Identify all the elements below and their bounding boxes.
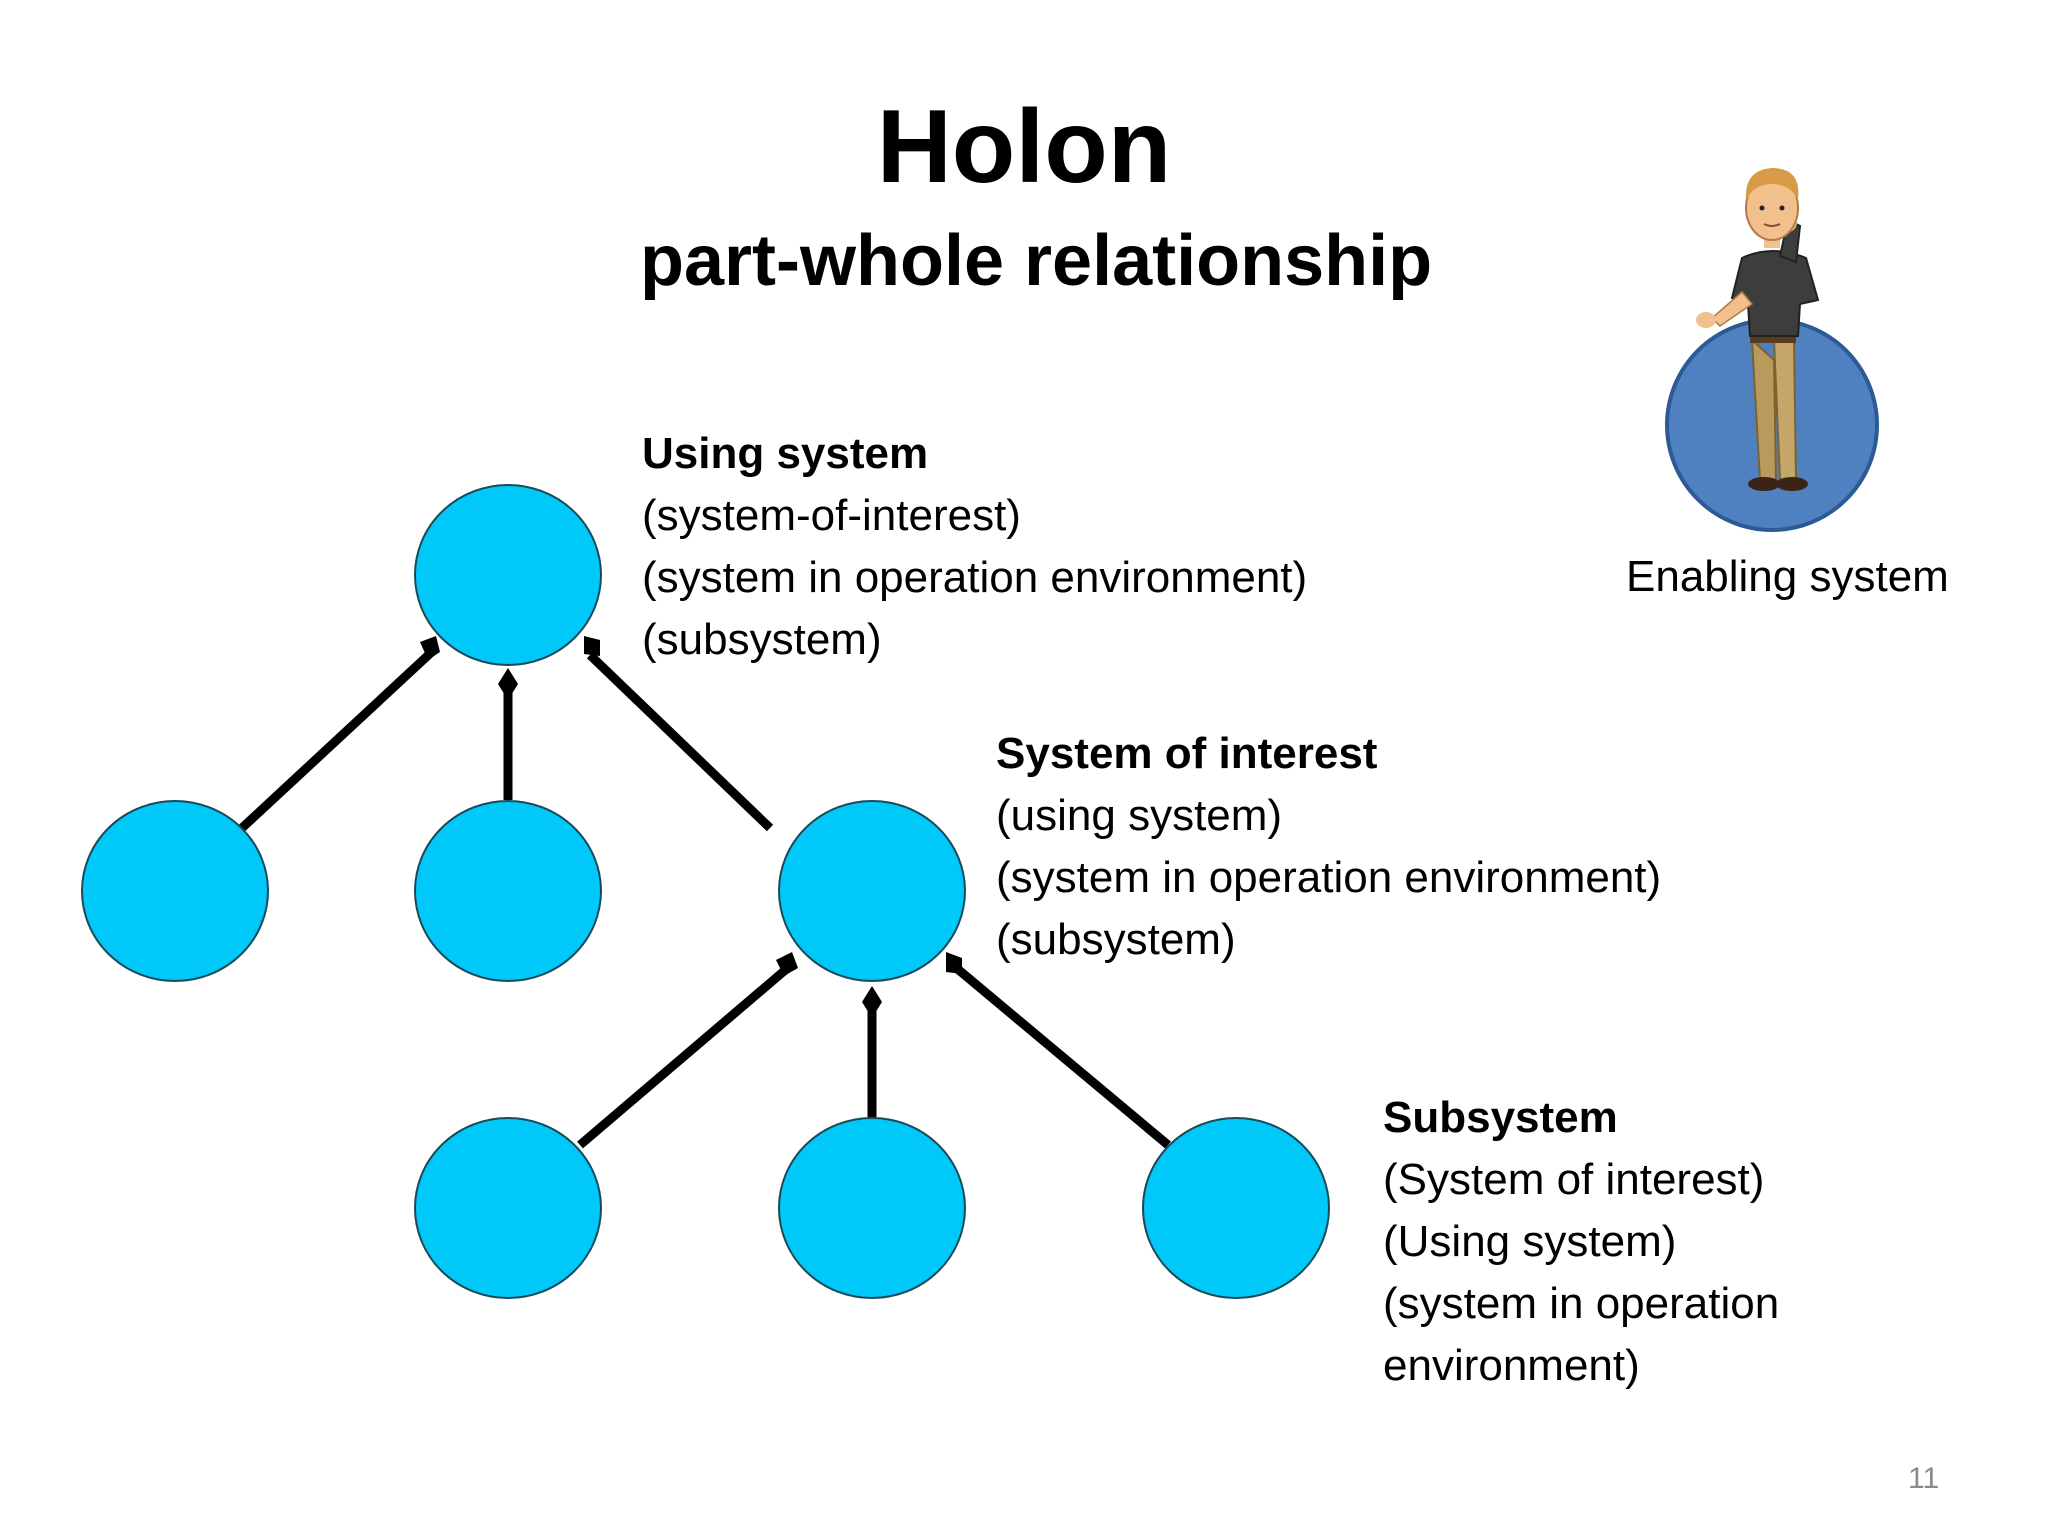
nodes bbox=[81, 484, 1330, 1299]
diamond-marker bbox=[584, 636, 600, 656]
diamond-marker bbox=[946, 952, 962, 974]
page-number: 11 bbox=[1908, 1462, 1940, 1495]
label-subsystem: Subsystem (System of interest) (Using sy… bbox=[1383, 1087, 1779, 1397]
label-line: (subsystem) bbox=[642, 615, 882, 664]
connector-mid-right bbox=[951, 962, 1171, 1149]
connectors bbox=[238, 644, 1171, 1149]
label-heading: Using system bbox=[642, 429, 929, 478]
label-heading: Subsystem bbox=[1383, 1093, 1618, 1142]
node-level2-left bbox=[81, 800, 269, 982]
label-line: (subsystem) bbox=[996, 915, 1236, 964]
slide-subtitle: part-whole relationship bbox=[640, 221, 1433, 301]
label-line: (Using system) bbox=[1383, 1217, 1677, 1266]
node-subsystem-left bbox=[414, 1117, 602, 1299]
node-using-system bbox=[414, 484, 602, 666]
label-using-system: Using system (system-of-interest) (syste… bbox=[642, 423, 1307, 671]
diamond-marker bbox=[498, 668, 518, 700]
connector-root-left bbox=[238, 644, 440, 832]
slide-title: Holon bbox=[876, 89, 1172, 205]
thinking-man-figure bbox=[1696, 168, 1820, 491]
composition-markers bbox=[420, 636, 962, 1018]
label-line: environment) bbox=[1383, 1341, 1640, 1390]
diamond-marker bbox=[862, 986, 882, 1018]
label-enabling-system: Enabling system bbox=[1626, 552, 1949, 601]
connector-mid-left bbox=[577, 962, 793, 1149]
label-line: (system in operation bbox=[1383, 1279, 1780, 1328]
label-heading: System of interest bbox=[996, 729, 1378, 778]
label-system-of-interest: System of interest (using system) (syste… bbox=[996, 723, 1661, 971]
diamond-marker bbox=[420, 636, 440, 660]
enabling-system-icon bbox=[1665, 168, 1879, 532]
node-subsystem-right bbox=[1142, 1117, 1330, 1299]
node-level2-middle bbox=[414, 800, 602, 982]
diamond-marker bbox=[776, 952, 798, 976]
label-line: (System of interest) bbox=[1383, 1155, 1765, 1204]
node-system-of-interest bbox=[778, 800, 966, 982]
label-line: (system in operation environment) bbox=[642, 553, 1308, 602]
connector-root-right bbox=[586, 651, 774, 832]
node-subsystem-middle bbox=[778, 1117, 966, 1299]
label-line: (system in operation environment) bbox=[996, 853, 1662, 902]
label-line: (using system) bbox=[996, 791, 1283, 840]
label-line: (system-of-interest) bbox=[642, 491, 1021, 540]
